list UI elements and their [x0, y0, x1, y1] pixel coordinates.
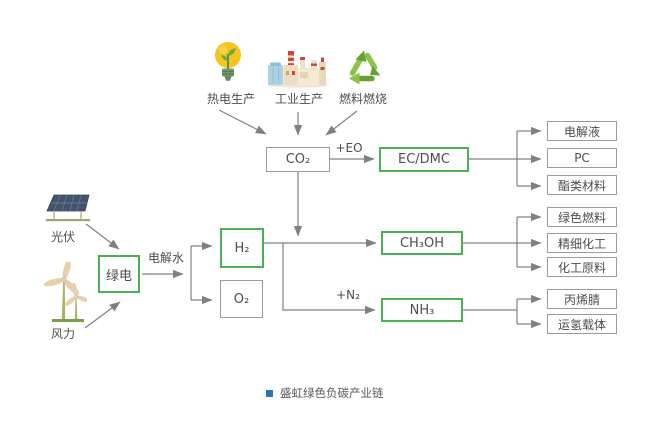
caption-text: 盛虹绿色负碳产业链	[280, 386, 384, 400]
product-box-green-fuel: 绿色燃料	[547, 207, 617, 227]
recycle-icon	[349, 50, 381, 85]
edge-wind-to-green-power	[84, 301, 121, 329]
product-box-hydrogen-carrier: 运氢载体	[547, 314, 617, 334]
edge-h2-to-nh3	[282, 243, 376, 315]
edge-label-plus-eo: +EO	[335, 141, 363, 155]
source-label-wind-power: 风力	[50, 327, 75, 341]
product-box-fine-chemicals: 精细化工	[547, 233, 617, 253]
fanout-ecdmc	[469, 126, 542, 191]
edge-pv-to-green-power	[85, 223, 120, 250]
edge-label-water-electrolysis: 电解水	[147, 251, 184, 265]
node-ch3oh: CH₃OH	[381, 231, 463, 255]
fanout-nh3	[463, 294, 542, 329]
node-o2: O₂	[220, 280, 263, 318]
edges-sources-to-co2	[218, 109, 358, 136]
diagram-caption: 盛虹绿色负碳产业链	[266, 385, 384, 401]
source-label-industrial-production: 工业生产	[274, 92, 323, 106]
product-box-electrolyte: 电解液	[547, 121, 617, 141]
fanout-ch3oh	[463, 212, 542, 272]
node-nh3: NH₃	[381, 298, 463, 322]
wind-turbine-icon	[43, 262, 87, 322]
product-box-ester-materials: 酯类材料	[547, 175, 617, 195]
source-label-fuel-combustion: 燃料燃烧	[338, 92, 387, 106]
node-h2: H₂	[220, 228, 264, 268]
source-label-photovoltaic: 光伏	[50, 230, 75, 244]
node-green-power: 绿电	[98, 255, 140, 293]
node-ec-dmc: EC/DMC	[379, 147, 469, 172]
product-box-acrylonitrile: 丙烯腈	[547, 289, 617, 309]
light-bulb-icon	[215, 42, 241, 81]
edge-green-power-electrolysis-split	[142, 241, 213, 305]
product-box-chemical-raw-materials: 化工原料	[547, 257, 617, 277]
source-label-thermal-power: 热电生产	[206, 92, 255, 106]
solar-panel-icon	[46, 194, 90, 222]
caption-bullet-icon	[266, 389, 273, 397]
product-box-pc: PC	[547, 148, 617, 168]
factory-icon	[268, 51, 328, 88]
node-co2: CO₂	[266, 147, 330, 172]
edge-label-plus-n2: +N₂	[336, 288, 360, 302]
